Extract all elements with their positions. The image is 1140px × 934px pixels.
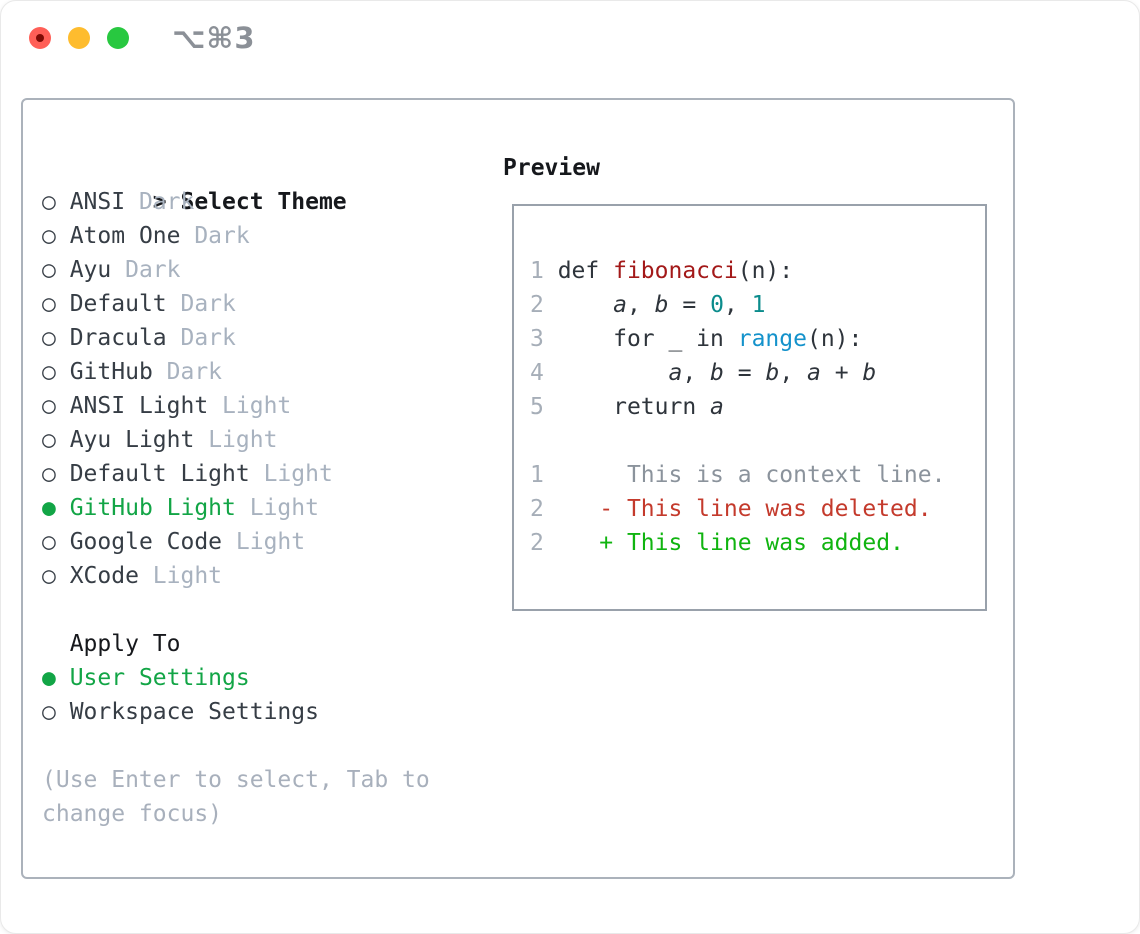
radio-selected-icon: ● xyxy=(42,665,70,691)
line-number: 5 xyxy=(530,394,558,420)
spacer xyxy=(42,593,430,627)
theme-list-column: >Select Theme ○ ANSI Dark○ Atom One Dark… xyxy=(42,151,430,831)
window-shortcut-label: ⌥⌘3 xyxy=(172,21,256,55)
theme-name: Default Light xyxy=(69,461,264,487)
radio-selected-icon: ● xyxy=(42,495,70,521)
theme-option-ayu-light[interactable]: ○ Ayu Light Light xyxy=(42,423,430,457)
theme-variant: Light xyxy=(152,563,223,589)
radio-unselected-icon: ○ xyxy=(42,563,70,589)
theme-list: ○ ANSI Dark○ Atom One Dark○ Ayu Dark○ De… xyxy=(42,185,430,593)
apply-to-list: ● User Settings○ Workspace Settings xyxy=(42,661,430,729)
line-number: 1 xyxy=(530,462,558,488)
radio-unselected-icon: ○ xyxy=(42,291,70,317)
theme-variant: Light xyxy=(235,529,306,555)
radio-unselected-icon: ○ xyxy=(42,529,70,555)
radio-unselected-icon: ○ xyxy=(42,427,70,453)
apply-option-user-settings[interactable]: ● User Settings xyxy=(42,661,430,695)
focus-caret-icon: > xyxy=(152,189,167,215)
preview-header: Preview xyxy=(503,155,600,181)
code-line: 2 - This line was deleted. xyxy=(530,496,932,522)
theme-option-ansi-light[interactable]: ○ ANSI Light Light xyxy=(42,389,430,423)
code-line: 1 def fibonacci(n): xyxy=(530,258,794,284)
theme-variant: Light xyxy=(263,461,333,487)
line-number: 4 xyxy=(530,360,558,386)
line-number: 2 xyxy=(530,530,558,556)
apply-option-workspace-settings[interactable]: ○ Workspace Settings xyxy=(42,695,430,729)
theme-variant: Dark xyxy=(180,291,236,317)
theme-option-github-light[interactable]: ● GitHub Light Light xyxy=(42,491,430,525)
code-line: 3 for _ in range(n): xyxy=(530,326,863,352)
code-preview: 1 def fibonacci(n): 2 a, b = 0, 1 3 for _ … xyxy=(530,254,979,560)
preview-box: 1 def fibonacci(n): 2 a, b = 0, 1 3 for _ … xyxy=(512,204,987,611)
line-number xyxy=(530,428,558,454)
radio-unselected-icon: ○ xyxy=(42,325,70,351)
radio-unselected-icon: ○ xyxy=(42,393,70,419)
radio-unselected-icon: ○ xyxy=(42,461,70,487)
apply-to-header: Apply To xyxy=(69,631,181,657)
theme-option-default-light[interactable]: ○ Default Light Light xyxy=(42,457,430,491)
minimize-button[interactable] xyxy=(68,27,90,49)
radio-unselected-icon: ○ xyxy=(42,257,70,283)
line-number: 1 xyxy=(530,258,558,284)
radio-unselected-icon: ○ xyxy=(42,359,70,385)
theme-variant: Dark xyxy=(138,189,195,215)
theme-name: Atom One xyxy=(69,223,195,249)
theme-variant: Dark xyxy=(180,325,236,351)
theme-option-github[interactable]: ○ GitHub Dark xyxy=(42,355,430,389)
code-line xyxy=(530,424,979,458)
line-number: 2 xyxy=(530,292,558,318)
theme-option-ayu[interactable]: ○ Ayu Dark xyxy=(42,253,430,287)
theme-option-ansi[interactable]: ○ ANSI Dark xyxy=(42,185,430,219)
theme-name: Ayu xyxy=(69,257,126,283)
theme-option-default[interactable]: ○ Default Dark xyxy=(42,287,430,321)
spacer xyxy=(42,729,430,763)
line-number: 2 xyxy=(530,496,558,522)
code-line: 2 + This line was added. xyxy=(530,530,904,556)
theme-variant: Dark xyxy=(166,359,223,385)
hint-text: (Use Enter to select, Tab to change focu… xyxy=(42,763,430,831)
theme-name: ANSI xyxy=(69,189,139,215)
theme-variant: Light xyxy=(222,393,292,419)
apply-option-label: Workspace Settings xyxy=(69,699,319,725)
hint-line-2: change focus) xyxy=(42,801,223,827)
theme-name: Google Code xyxy=(69,529,236,555)
radio-unselected-icon: ○ xyxy=(42,223,70,249)
radio-unselected-icon: ○ xyxy=(42,699,70,725)
theme-name: GitHub Light xyxy=(69,495,250,521)
code-line: 4 a, b = b, a + b xyxy=(530,360,877,386)
zoom-button[interactable] xyxy=(107,27,129,49)
theme-name: GitHub xyxy=(69,359,167,385)
theme-name: ANSI Light xyxy=(69,393,223,419)
theme-variant: Light xyxy=(208,427,278,453)
code-line: 2 a, b = 0, 1 xyxy=(530,292,766,318)
code-line: 5 return a xyxy=(530,394,724,420)
select-theme-title: Select Theme xyxy=(180,189,347,215)
theme-option-atom-one[interactable]: ○ Atom One Dark xyxy=(42,219,430,253)
theme-option-xcode[interactable]: ○ XCode Light xyxy=(42,559,430,593)
theme-name: Ayu Light xyxy=(69,427,209,453)
code-line: 1 This is a context line. xyxy=(530,462,946,488)
theme-picker-panel: >Select Theme ○ ANSI Dark○ Atom One Dark… xyxy=(21,98,1015,879)
select-theme-header: > Select Theme xyxy=(42,151,430,215)
theme-variant: Dark xyxy=(194,223,250,249)
theme-name: Default xyxy=(69,291,181,317)
close-button[interactable] xyxy=(29,27,51,49)
theme-variant: Dark xyxy=(125,257,181,283)
hint-line-1: (Use Enter to select, Tab to xyxy=(42,767,430,793)
apply-option-label: User Settings xyxy=(69,665,250,691)
theme-name: Dracula xyxy=(69,325,181,351)
line-number: 3 xyxy=(530,326,558,352)
titlebar: ⌥⌘3 xyxy=(29,21,256,55)
radio-unselected-icon: ○ xyxy=(42,189,70,215)
theme-variant: Light xyxy=(249,495,319,521)
theme-option-dracula[interactable]: ○ Dracula Dark xyxy=(42,321,430,355)
theme-option-google-code[interactable]: ○ Google Code Light xyxy=(42,525,430,559)
theme-name: XCode xyxy=(69,563,153,589)
